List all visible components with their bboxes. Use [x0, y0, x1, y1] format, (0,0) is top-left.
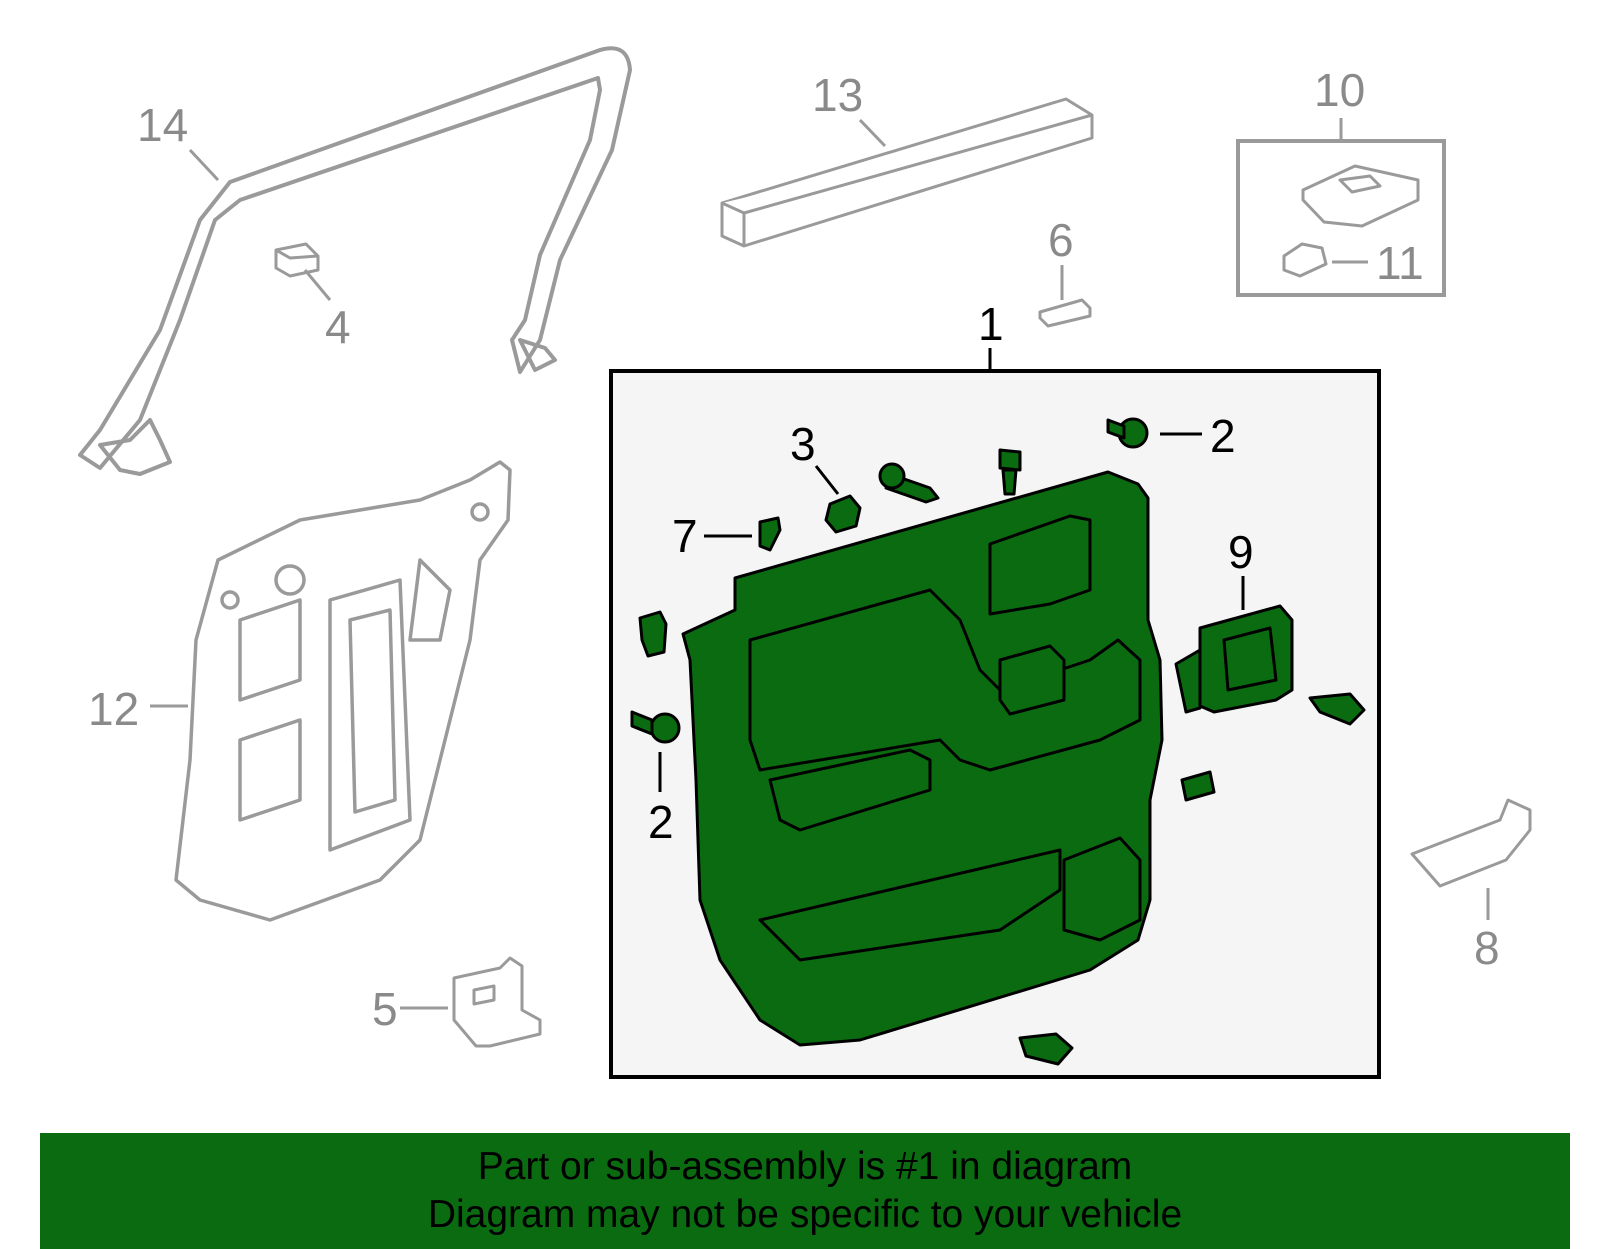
clip-7 — [758, 516, 782, 552]
footer-line-2: Diagram may not be specific to your vehi… — [427, 1193, 1183, 1236]
clip-right — [1180, 770, 1216, 802]
bolt-right — [1308, 692, 1366, 726]
callout-11: 11 — [1376, 237, 1424, 289]
bolt-upper — [998, 448, 1022, 472]
callout-7: 7 — [672, 510, 698, 562]
callout-2-top: 2 — [1210, 410, 1236, 462]
callout-10: 10 — [1314, 64, 1365, 116]
part-12-module-plate — [174, 460, 512, 922]
part-5-bracket — [452, 956, 542, 1048]
callout-12: 12 — [88, 683, 139, 735]
fastener-screws — [630, 417, 1366, 1066]
part-13-weatherstrip — [720, 97, 1094, 248]
part-9-handle — [1174, 604, 1294, 714]
callout-9: 9 — [1228, 526, 1254, 578]
callout-8: 8 — [1474, 922, 1500, 974]
leader-14 — [188, 148, 220, 182]
part-10-switch-bezel — [1301, 164, 1420, 228]
footer-banner: Part or sub-assembly is #1 in diagram Di… — [40, 1133, 1570, 1249]
callout-13: 13 — [812, 69, 863, 121]
clip-left — [638, 610, 668, 658]
callout-6: 6 — [1048, 214, 1074, 266]
leader-4 — [303, 269, 332, 301]
callout-1: 1 — [978, 298, 1004, 350]
screw-2-left — [649, 712, 681, 744]
nut-3 — [824, 494, 862, 534]
part-1-door-trim-panel — [681, 470, 1164, 1047]
bolt-bottom — [1018, 1032, 1074, 1066]
leader-3 — [814, 465, 840, 495]
part-4-clip — [274, 242, 320, 278]
leader-13 — [858, 118, 887, 148]
part-11-switch — [1282, 242, 1328, 278]
parts-diagram: 14 4 13 10 11 6 12 — [78, 46, 1532, 1079]
part-8-trim-strip — [1410, 798, 1532, 888]
footer-line-1: Part or sub-assembly is #1 in diagram — [477, 1145, 1133, 1188]
callout-2-left: 2 — [648, 796, 674, 848]
callout-3: 3 — [790, 418, 816, 470]
callout-5: 5 — [372, 983, 398, 1035]
part-14-frame-molding — [78, 46, 632, 476]
callout-4: 4 — [325, 301, 351, 353]
part-6-clip — [1038, 298, 1092, 328]
callout-14: 14 — [137, 99, 188, 151]
